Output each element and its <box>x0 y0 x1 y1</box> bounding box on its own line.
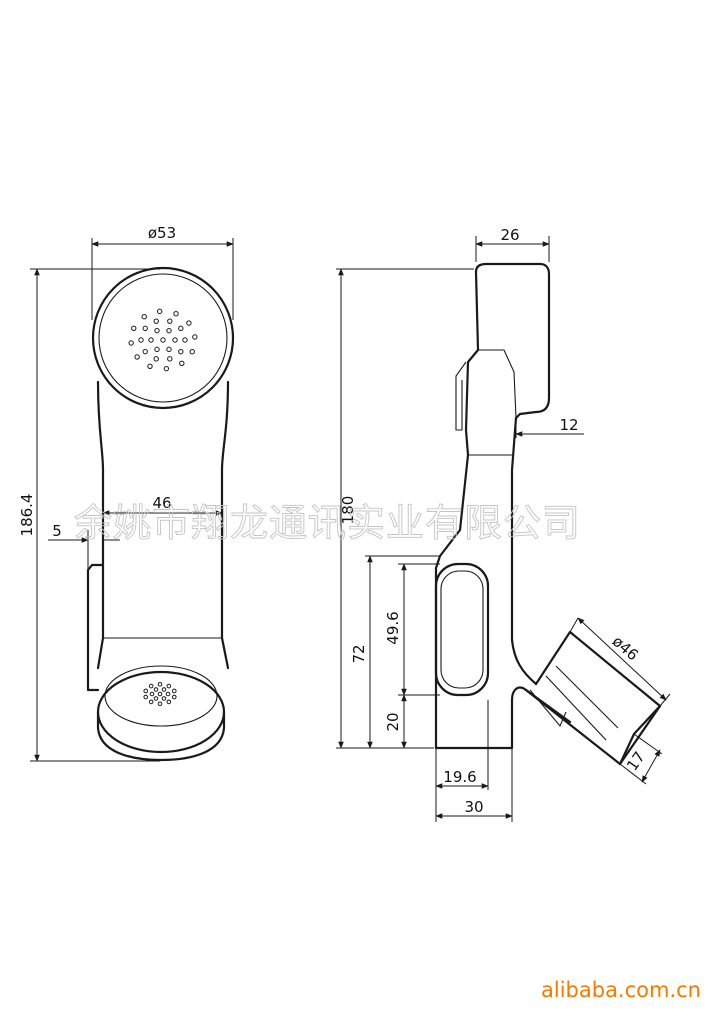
side-slot-inner <box>440 570 484 689</box>
dim-base-width: 30 <box>464 798 483 816</box>
speaker-hole <box>141 314 147 320</box>
speaker-hole <box>157 681 163 687</box>
side-slot-outer <box>434 562 490 697</box>
speaker-hole <box>142 348 148 355</box>
dim-grip-length: 72 <box>350 644 368 663</box>
speaker-hole <box>154 346 160 353</box>
dim-top-offset: 12 <box>559 416 578 434</box>
speaker-hole <box>189 349 195 355</box>
earpiece-outer <box>91 266 235 410</box>
dim-slot-width: 19.6 <box>443 768 476 786</box>
speaker-hole <box>166 327 172 334</box>
speaker-hole <box>178 348 184 355</box>
speaker-hole <box>153 356 159 362</box>
dim-handle-width: 46 <box>152 494 171 512</box>
front-view: ø53 186.4 46 5 <box>18 224 235 762</box>
watermark-text: 余姚市翔龙通讯实业有限公司 <box>74 501 581 545</box>
speaker-hole <box>148 699 154 705</box>
speaker-hole <box>156 308 163 315</box>
dim-top-depth: 26 <box>500 226 519 244</box>
earpiece-holes <box>128 308 198 372</box>
speaker-hole <box>147 363 153 370</box>
speaker-hole <box>166 683 172 689</box>
speaker-hole <box>165 691 171 697</box>
speaker-hole <box>131 325 137 331</box>
speaker-hole <box>179 360 185 366</box>
dim-total-length-front: 186.4 <box>18 494 36 537</box>
speaker-hole <box>143 688 149 694</box>
speaker-hole <box>128 340 134 346</box>
dim-mouthpiece-diameter: ø46 <box>609 632 642 664</box>
speaker-hole <box>138 337 144 343</box>
speaker-hole <box>153 696 159 701</box>
mouthpiece-outer <box>96 670 226 754</box>
speaker-hole <box>166 699 172 705</box>
speaker-hole <box>149 691 155 697</box>
earpiece-inner <box>98 273 228 403</box>
speaker-hole <box>157 701 163 707</box>
dim-bottom-height: 20 <box>384 712 402 731</box>
speaker-hole <box>166 346 172 353</box>
dim-total-length-side: 180 <box>339 496 357 525</box>
speaker-hole <box>186 320 192 326</box>
speaker-hole <box>163 365 170 372</box>
side-view: 26 12 180 72 49.6 20 19.6 30 <box>336 226 671 822</box>
speaker-hole <box>192 334 198 340</box>
speaker-hole <box>171 688 177 694</box>
speaker-hole <box>148 337 154 343</box>
side-head <box>474 262 551 420</box>
mouthpiece-holes <box>143 681 177 707</box>
speaker-hole <box>143 694 149 700</box>
speaker-hole <box>172 337 178 343</box>
speaker-hole <box>148 683 154 689</box>
speaker-hole <box>167 356 173 362</box>
dim-step: 5 <box>52 522 62 540</box>
speaker-hole <box>161 687 167 692</box>
speaker-hole <box>142 325 148 332</box>
speaker-hole <box>161 696 167 701</box>
side-body-outline <box>434 270 572 750</box>
mouthpiece-inner <box>104 665 218 727</box>
dim-slot-length: 49.6 <box>384 611 402 644</box>
speaker-hole <box>153 318 159 324</box>
speaker-hole <box>160 337 166 343</box>
speaker-hole <box>153 687 159 692</box>
brand-footer: alibaba.com.cn <box>541 978 701 1002</box>
dim-earpiece-diameter: ø53 <box>148 224 176 242</box>
speaker-hole <box>157 691 163 697</box>
front-body-outline <box>96 380 230 670</box>
speaker-hole <box>182 337 188 343</box>
speaker-hole <box>167 318 173 324</box>
speaker-hole <box>171 694 177 700</box>
speaker-hole <box>178 325 184 332</box>
speaker-hole <box>134 354 140 360</box>
front-side-tab <box>86 563 105 692</box>
speaker-hole <box>154 327 160 334</box>
speaker-hole <box>173 310 179 317</box>
